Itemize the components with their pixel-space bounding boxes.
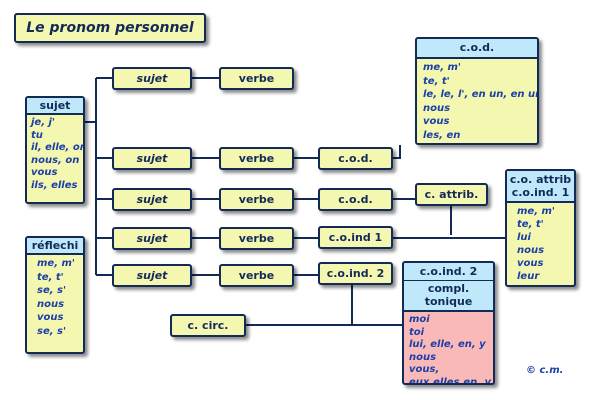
list-item: nous bbox=[409, 351, 437, 363]
list-item: moi bbox=[409, 314, 430, 325]
sujet-node: sujet bbox=[112, 67, 192, 90]
cod-node: c.o.d. bbox=[318, 188, 393, 211]
sujet-panel: sujet je, j' tu il, elle, on nous, on vo… bbox=[25, 96, 85, 204]
list-item: nous bbox=[37, 298, 65, 310]
c-attrib-node: c. attrib. bbox=[415, 183, 488, 206]
list-item: nous bbox=[517, 245, 545, 256]
list-item: nous, on bbox=[31, 154, 80, 166]
coind2-panel: c.o.ind. 2 compl. tonique moi toi lui, e… bbox=[402, 261, 495, 385]
list-item: toi bbox=[409, 326, 425, 338]
cod-panel: c.o.d. me, m' te, t' le, le, l', en un, … bbox=[415, 37, 539, 145]
coind2-node: c.o.ind. 2 bbox=[318, 262, 393, 285]
coind2-header-line2: compl. tonique bbox=[404, 280, 493, 308]
coind2-panel-list: moi toi lui, elle, en, y nous vous, eux,… bbox=[404, 312, 493, 385]
list-item: leur bbox=[517, 271, 540, 282]
list-item: vous bbox=[31, 167, 58, 178]
list-item: te, t' bbox=[423, 75, 450, 87]
coattrib-panel: c.o. attrib c.o.ind. 1 me, m' te, t' lui… bbox=[505, 169, 576, 287]
list-item: vous bbox=[517, 258, 544, 269]
verbe-node: verbe bbox=[219, 227, 294, 250]
coattrib-panel-header: c.o. attrib c.o.ind. 1 bbox=[507, 171, 574, 203]
list-item: me, m' bbox=[37, 258, 75, 269]
list-item: se, s' bbox=[37, 325, 67, 337]
list-item: le, le, l', en un, en une bbox=[423, 89, 539, 100]
coattrib-header-line1: c.o. attrib bbox=[509, 173, 572, 186]
verbe-node: verbe bbox=[219, 67, 294, 90]
list-item: se, s' bbox=[37, 285, 67, 296]
c-circ-node: c. circ. bbox=[170, 314, 246, 337]
coind2-panel-header: c.o.ind. 2 compl. tonique bbox=[404, 263, 493, 312]
page-title: Le pronom personnel bbox=[14, 13, 206, 43]
sujet-node: sujet bbox=[112, 264, 192, 287]
list-item: lui bbox=[517, 232, 531, 243]
list-item: tu bbox=[31, 129, 43, 141]
list-item: eux,elles,en, y bbox=[409, 376, 492, 385]
list-item: vous bbox=[37, 312, 64, 323]
verbe-node: verbe bbox=[219, 188, 294, 211]
coattrib-header-line2: c.o.ind. 1 bbox=[511, 186, 570, 199]
sujet-panel-header: sujet bbox=[27, 98, 83, 115]
cod-panel-list: me, m' te, t' le, le, l', en un, en une … bbox=[417, 59, 539, 143]
coind2-header-line1: c.o.ind. 2 bbox=[419, 265, 478, 278]
list-item: te, t' bbox=[37, 271, 64, 283]
list-item: il, elle, on bbox=[31, 142, 85, 153]
list-item: te, t' bbox=[517, 219, 544, 230]
verbe-node: verbe bbox=[219, 264, 294, 287]
list-item: me, m' bbox=[423, 62, 461, 73]
sujet-panel-list: je, j' tu il, elle, on nous, on vous ils… bbox=[27, 115, 83, 194]
sujet-node: sujet bbox=[112, 188, 192, 211]
list-item: vous, bbox=[409, 364, 440, 375]
list-item: lui, elle, en, y bbox=[409, 339, 486, 350]
cod-panel-header: c.o.d. bbox=[417, 39, 537, 59]
list-item: nous bbox=[423, 102, 451, 114]
sujet-node: sujet bbox=[112, 147, 192, 170]
cod-node: c.o.d. bbox=[318, 147, 393, 170]
list-item: je, j' bbox=[31, 117, 55, 128]
sujet-node: sujet bbox=[112, 227, 192, 250]
reflechi-panel: réflechi me, m' te, t' se, s' nous vous … bbox=[25, 236, 85, 354]
reflechi-panel-list: me, m' te, t' se, s' nous vous se, s' bbox=[27, 255, 83, 340]
list-item: les, en bbox=[423, 129, 461, 141]
list-item: me, m' bbox=[517, 206, 555, 217]
reflechi-panel-header: réflechi bbox=[27, 238, 83, 255]
verbe-node: verbe bbox=[219, 147, 294, 170]
coind1-node: c.o.ind 1 bbox=[318, 226, 393, 249]
list-item: vous bbox=[423, 116, 450, 127]
coattrib-panel-list: me, m' te, t' lui nous vous leur bbox=[507, 203, 574, 285]
copyright-text: © c.m. bbox=[526, 365, 564, 376]
list-item: ils, elles bbox=[31, 179, 78, 191]
